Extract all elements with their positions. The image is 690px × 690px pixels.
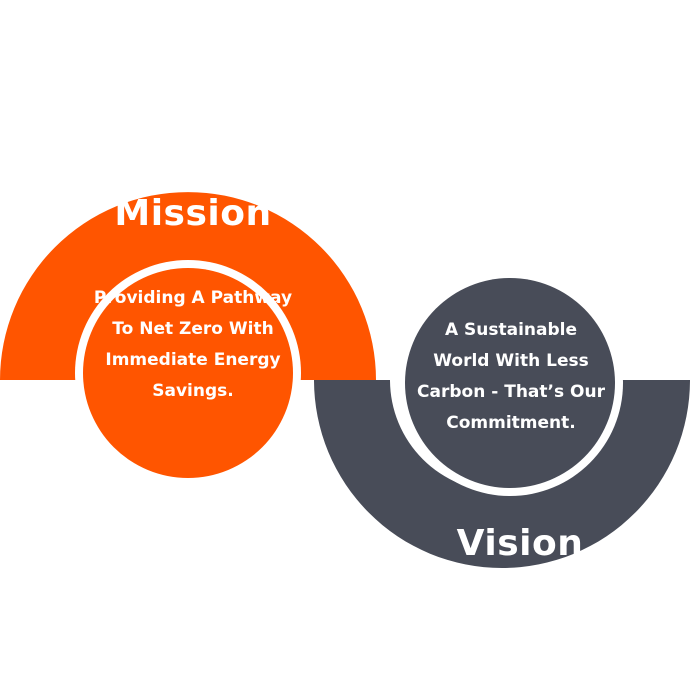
vision-arc <box>314 380 690 568</box>
vision-title: Vision <box>456 523 584 564</box>
mission-circle <box>83 268 293 478</box>
mission-arc <box>0 192 376 380</box>
vision-circle <box>405 278 615 488</box>
mission-statement: Providing A Pathway To Net Zero With Imm… <box>93 288 293 401</box>
vision-statement: A Sustainable World With Less Carbon - T… <box>417 320 605 433</box>
mission-title: Mission <box>114 193 272 234</box>
